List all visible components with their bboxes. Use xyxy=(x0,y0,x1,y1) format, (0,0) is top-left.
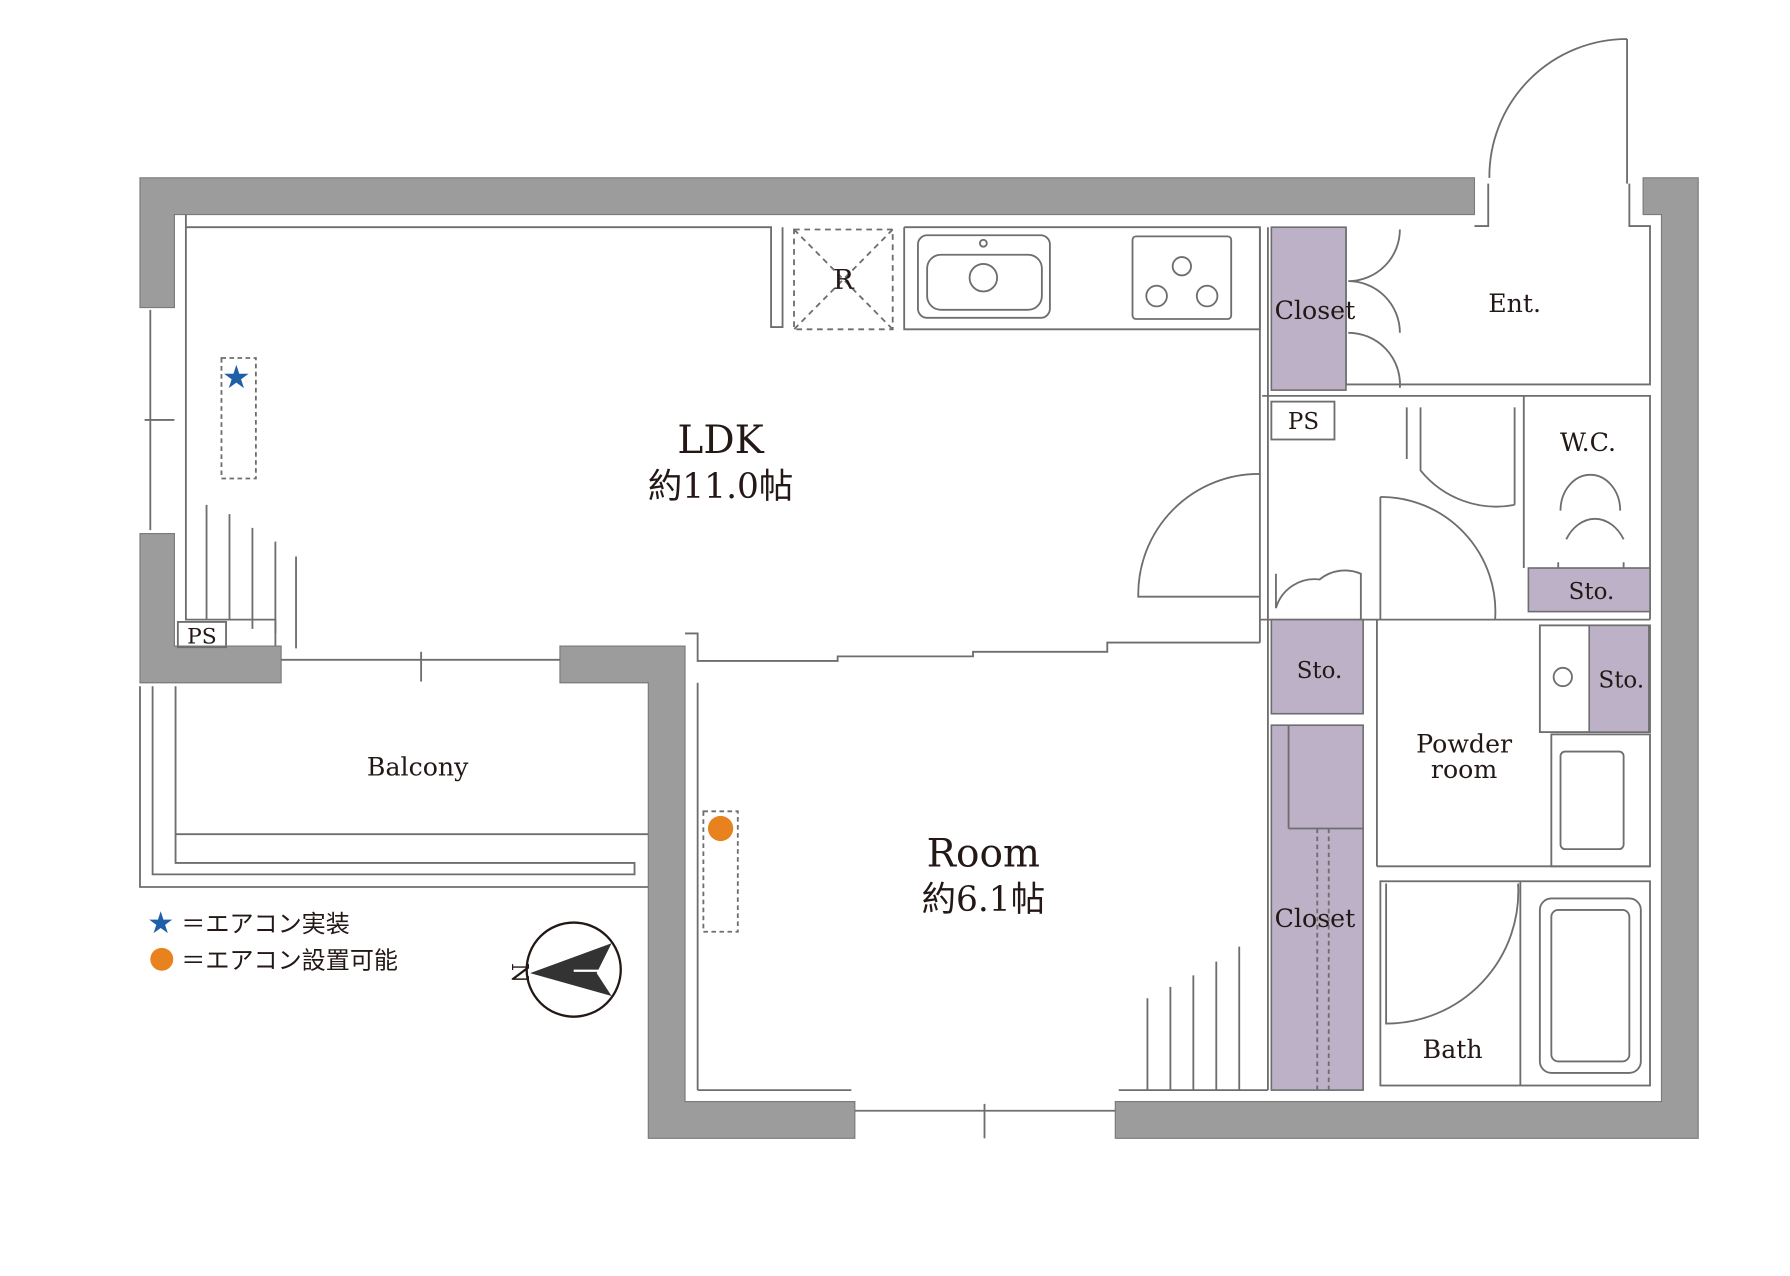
bath-label: Bath xyxy=(1423,1035,1483,1064)
legend-star-icon: ★ xyxy=(147,907,174,940)
walls xyxy=(139,177,1699,1139)
storage-areas xyxy=(1270,226,1651,1091)
ps-top-label: PS xyxy=(1288,409,1319,435)
entrance-label: Ent. xyxy=(1488,289,1541,318)
wc-label: W.C. xyxy=(1560,428,1616,457)
sto-powder-label: Sto. xyxy=(1599,667,1645,693)
closet-room-label: Closet xyxy=(1275,904,1356,933)
compass-north-label: N xyxy=(506,963,532,983)
ps-left-label: PS xyxy=(187,625,217,650)
powder-room-label-1: Powder xyxy=(1416,730,1513,759)
room-size: 約6.1帖 xyxy=(922,880,1046,920)
room-name: Room xyxy=(927,831,1040,876)
legend-dot-icon xyxy=(150,947,174,971)
star-icon: ★ xyxy=(222,359,251,395)
powder-room-label-2: room xyxy=(1431,755,1497,784)
compass-icon: N xyxy=(506,921,622,1018)
ldk-size: 約11.0帖 xyxy=(648,467,793,507)
refrigerator-label: R xyxy=(833,264,855,296)
sto-wc-label: Sto. xyxy=(1569,579,1615,605)
sto-hall-label: Sto. xyxy=(1297,658,1343,684)
legend-installed-text: ＝エアコン実装 xyxy=(181,910,350,938)
legend: ★ ＝エアコン実装 ＝エアコン設置可能 xyxy=(147,907,398,975)
dot-icon xyxy=(707,815,734,842)
balcony-label: Balcony xyxy=(367,753,469,782)
ldk-name: LDK xyxy=(677,418,764,463)
closet-top-label: Closet xyxy=(1275,296,1356,325)
legend-possible-text: ＝エアコン設置可能 xyxy=(181,946,398,974)
